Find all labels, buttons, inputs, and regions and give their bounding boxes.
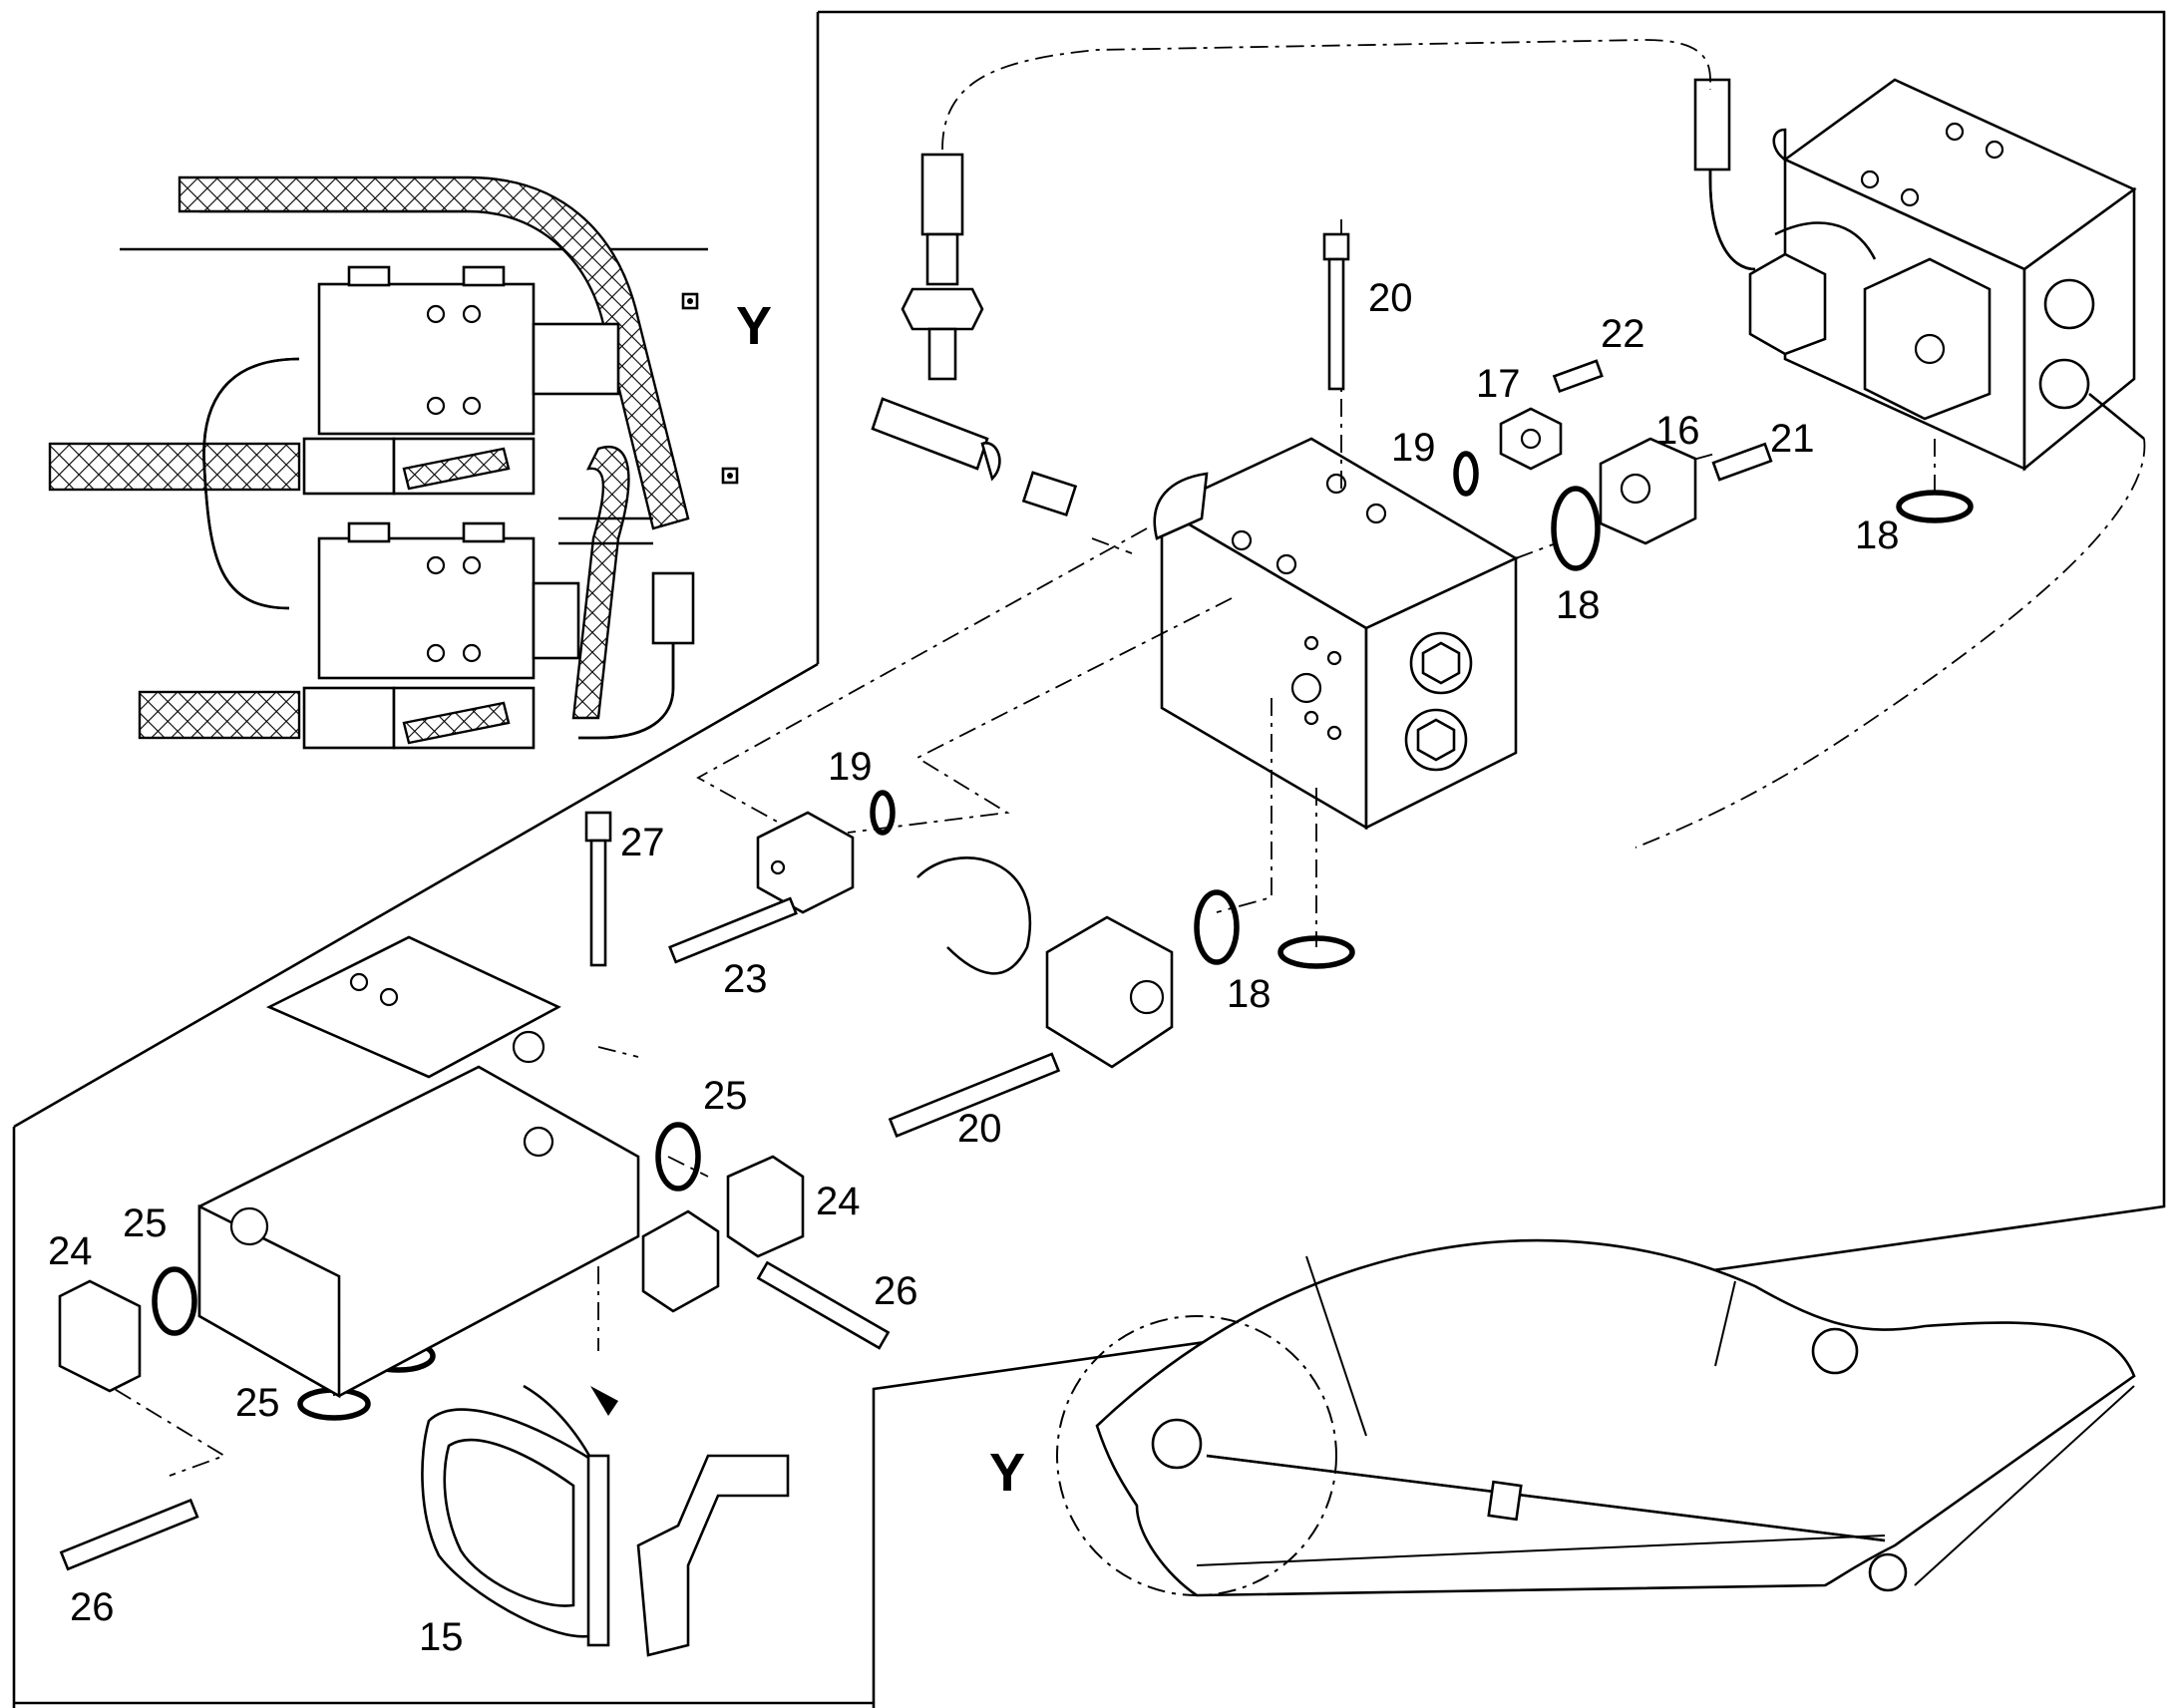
upper-right-valve-block bbox=[1693, 78, 2145, 472]
cover-plate-24-mid bbox=[641, 1209, 720, 1313]
callout-25: 25 bbox=[123, 1201, 168, 1245]
sheet-frame bbox=[12, 10, 2166, 1708]
callout-26: 26 bbox=[70, 1585, 115, 1629]
callout-25: 25 bbox=[703, 1074, 748, 1118]
callout-24: 24 bbox=[816, 1180, 861, 1223]
callout-20: 20 bbox=[957, 1107, 1002, 1151]
callout-18: 18 bbox=[1855, 513, 1900, 557]
callout-22: 22 bbox=[1601, 312, 1645, 356]
callout-17: 17 bbox=[1476, 362, 1521, 406]
callouts: 15 16 17 18 18 18 19 19 20 20 21 22 23 2… bbox=[48, 276, 1900, 1659]
callout-25: 25 bbox=[235, 1381, 280, 1425]
screw-21 bbox=[1711, 442, 1773, 482]
callout-19: 19 bbox=[828, 745, 873, 789]
flange-17 bbox=[1499, 407, 1563, 471]
detail-y-circle bbox=[1056, 1315, 1337, 1596]
screw-22 bbox=[1552, 359, 1604, 394]
bolt-23 bbox=[668, 896, 798, 964]
detail-view-y bbox=[48, 175, 739, 750]
bolt-20-upper bbox=[1322, 232, 1350, 391]
callout-18: 18 bbox=[1556, 583, 1601, 627]
clamp-bracket-15 bbox=[421, 1384, 790, 1657]
callout-26: 26 bbox=[874, 1269, 918, 1313]
callout-23: 23 bbox=[723, 957, 768, 1001]
bolt-26-left bbox=[59, 1498, 199, 1571]
bolt-26-right bbox=[756, 1260, 891, 1350]
excavator-boom bbox=[1056, 1238, 2136, 1597]
view-label-y: Y bbox=[736, 296, 772, 356]
callout-19: 19 bbox=[1391, 426, 1436, 470]
detail-valve-block-lower bbox=[317, 536, 536, 680]
detail-valve-block-upper bbox=[317, 282, 536, 436]
flange-16 bbox=[1599, 437, 1697, 545]
cover-plate-24-right bbox=[726, 1155, 805, 1258]
callout-27: 27 bbox=[620, 821, 665, 864]
main-valve-block bbox=[1153, 437, 1519, 831]
callout-24: 24 bbox=[48, 1229, 93, 1273]
callout-16: 16 bbox=[1655, 409, 1700, 453]
tube-assembly bbox=[916, 856, 1031, 975]
cover-plate-24-left bbox=[58, 1279, 142, 1393]
sub-block-19 bbox=[756, 811, 855, 914]
callout-20: 20 bbox=[1368, 276, 1413, 320]
bolt-20-lower bbox=[888, 1052, 1061, 1138]
o-rings bbox=[152, 451, 1974, 1421]
callout-18: 18 bbox=[1227, 972, 1272, 1016]
callout-15: 15 bbox=[419, 1615, 464, 1659]
hose-assembly-left bbox=[871, 153, 1078, 517]
sub-block-18 bbox=[1045, 915, 1174, 1069]
callout-21: 21 bbox=[1770, 417, 1815, 461]
manifold-base bbox=[197, 935, 640, 1399]
bolt-27 bbox=[584, 811, 612, 967]
view-label-y: Y bbox=[989, 1443, 1025, 1503]
